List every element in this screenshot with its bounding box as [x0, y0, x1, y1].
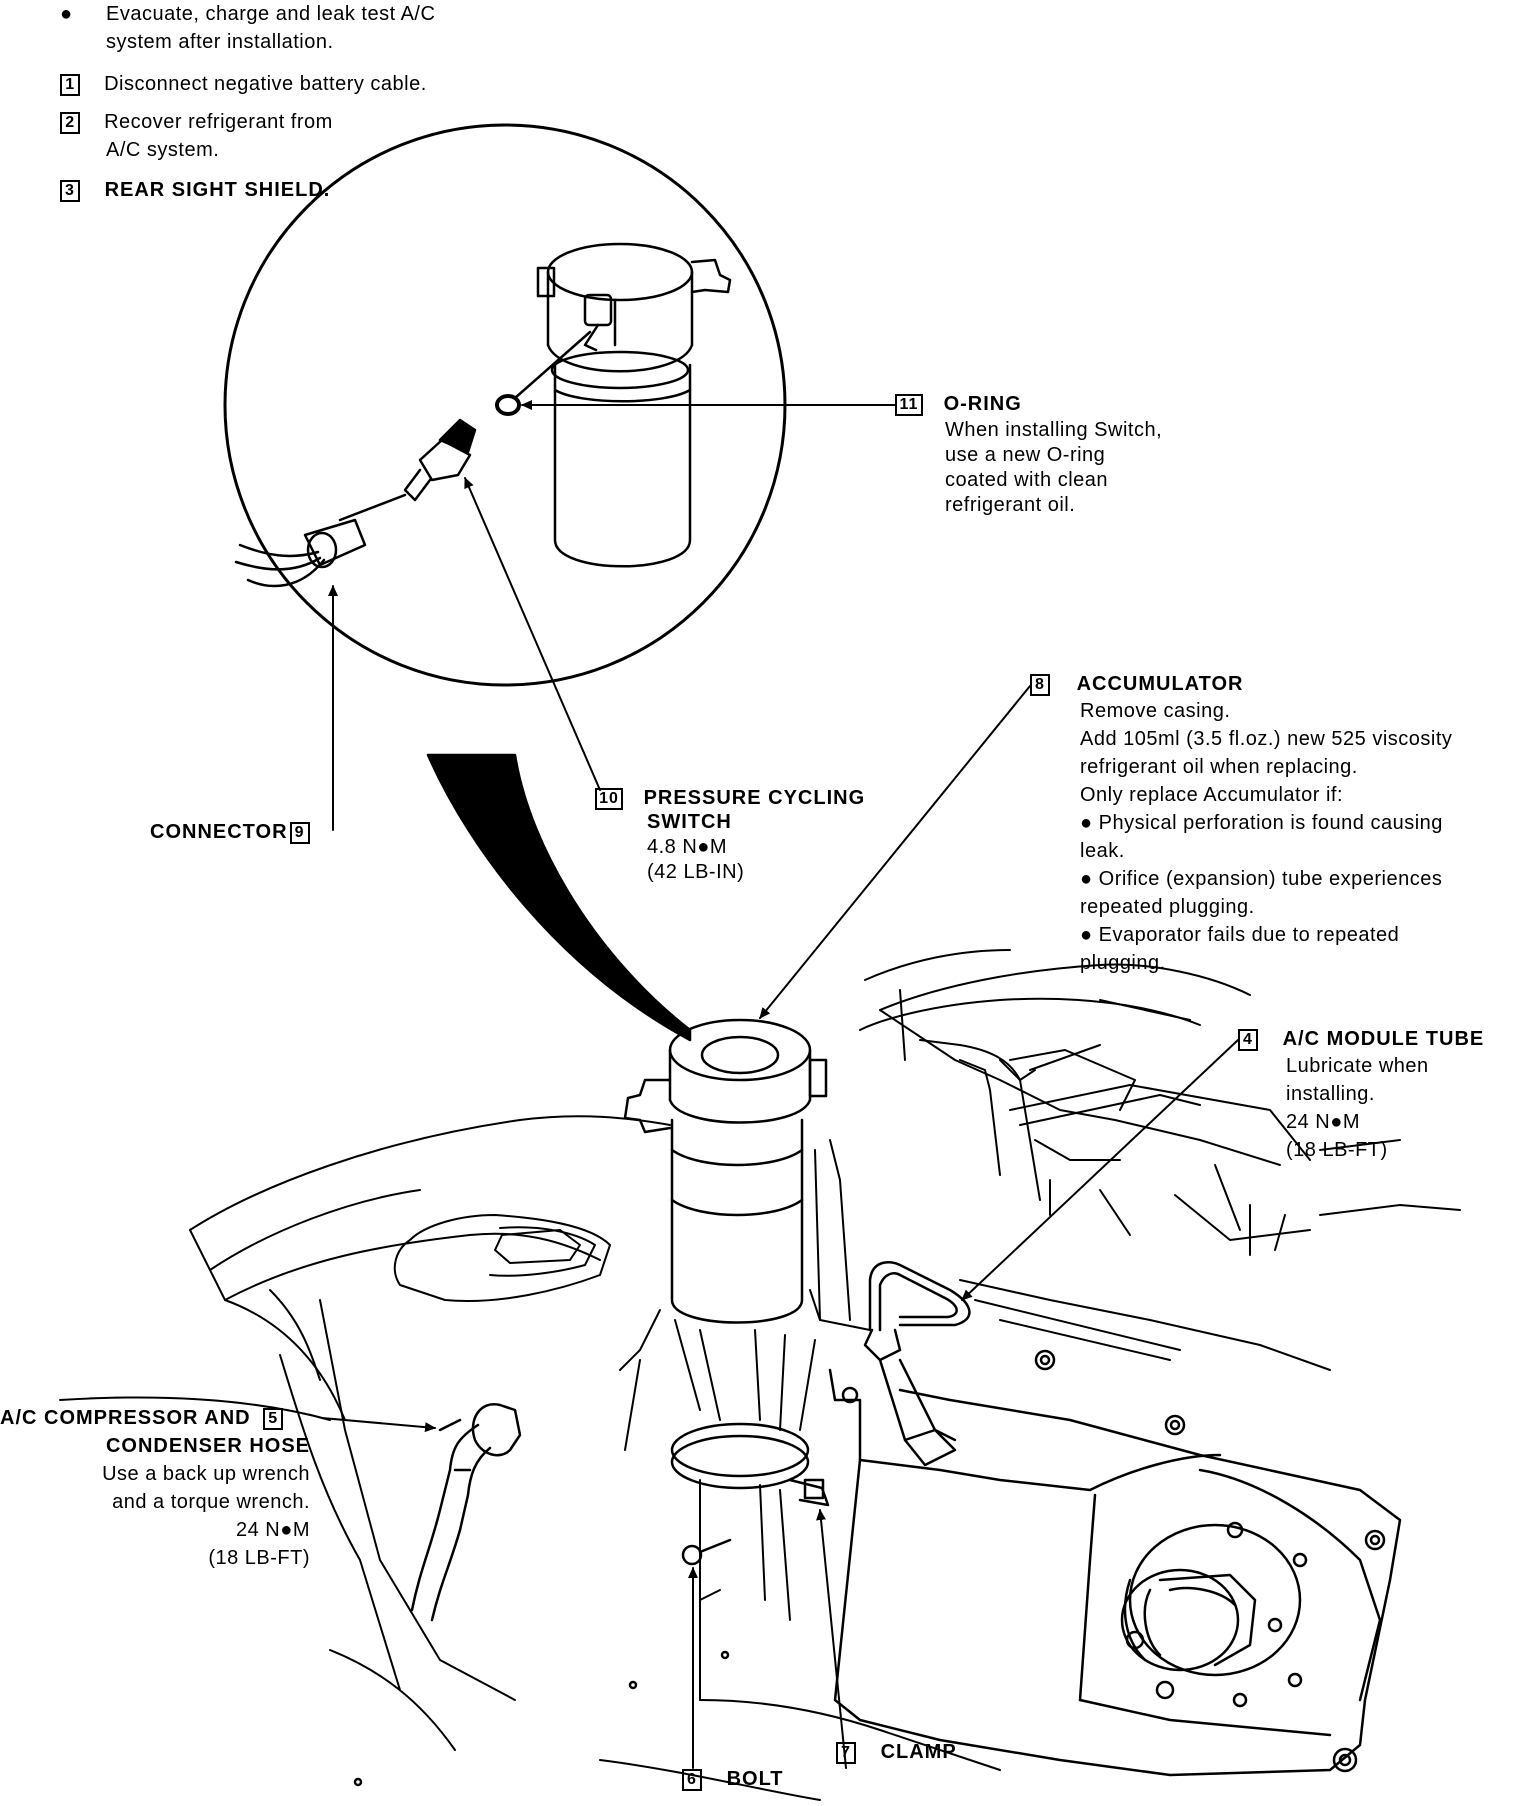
- module-tube-desc-0: Lubricate when: [1286, 1055, 1429, 1077]
- module-tube-number: 4: [1238, 1028, 1258, 1051]
- oring-desc-1: use a new O-ring: [945, 444, 1106, 466]
- oring-title: O-RING: [943, 393, 1022, 415]
- connector-number: 9: [289, 821, 310, 844]
- step-3-number: 3: [60, 179, 80, 202]
- hose-desc-0: Use a back up wrench: [102, 1463, 310, 1485]
- accumulator-title: ACCUMULATOR: [1076, 673, 1244, 695]
- hose-desc-3: (18 LB-FT): [208, 1547, 310, 1569]
- module-tube-desc-3: (18 LB-FT): [1286, 1139, 1388, 1161]
- oring-number: 11: [895, 393, 923, 416]
- callout-oring: 11 O-RING: [895, 390, 1022, 418]
- step-2-text: Recover refrigerant from: [104, 111, 333, 133]
- hose-desc-2: 24 N●M: [236, 1519, 310, 1541]
- module-tube: [863, 1261, 971, 1467]
- accumulator-desc-2: refrigerant oil when replacing.: [1080, 756, 1358, 778]
- step-2-number: 2: [60, 111, 80, 134]
- callout-hose: A/C COMPRESSOR AND 5: [0, 1404, 322, 1432]
- switch-title-1: PRESSURE CYCLING: [643, 787, 866, 809]
- hose-number: 5: [263, 1407, 284, 1430]
- accumulator-desc-5: leak.: [1080, 840, 1125, 862]
- callout-bolt: 6 BOLT: [682, 1765, 784, 1793]
- accumulator-desc-3: Only replace Accumulator if:: [1080, 784, 1343, 806]
- step-1: 1 Disconnect negative battery cable.: [60, 70, 427, 98]
- callout-clamp: 7 CLAMP: [836, 1738, 957, 1766]
- step-1-text: Disconnect negative battery cable.: [104, 73, 427, 95]
- accumulator-desc-1: Add 105ml (3.5 fl.oz.) new 525 viscosity: [1080, 728, 1453, 750]
- evaporator-module: [828, 1349, 1402, 1777]
- detail-link-band: [426, 753, 692, 1042]
- oring-desc-3: refrigerant oil.: [945, 494, 1076, 516]
- hose-title-2: CONDENSER HOSE: [105, 1435, 310, 1457]
- step-2: 2 Recover refrigerant from: [60, 108, 333, 136]
- oring-desc-2: coated with clean: [945, 469, 1109, 491]
- callout-leaders: [321, 400, 1239, 1769]
- detail-pressure-switch: [338, 418, 477, 522]
- step-2-line2: A/C system.: [106, 139, 220, 161]
- mount-clamp: [670, 1422, 830, 1507]
- accumulator-desc-6: ● Orifice (expansion) tube experiences: [1080, 868, 1443, 890]
- accumulator-desc-7: repeated plugging.: [1080, 896, 1255, 918]
- module-tube-title: A/C MODULE TUBE: [1282, 1028, 1485, 1050]
- mount-bolt: [681, 1538, 732, 1566]
- connector-title: CONNECTOR: [150, 821, 288, 843]
- accumulator-desc-0: Remove casing.: [1080, 700, 1231, 722]
- callout-module-tube: 4 A/C MODULE TUBE: [1238, 1025, 1484, 1053]
- clamp-title: CLAMP: [880, 1741, 957, 1763]
- switch-torque: 4.8 N●M: [647, 836, 728, 858]
- oring-desc-0: When installing Switch,: [945, 419, 1163, 441]
- detail-connector: [234, 518, 367, 588]
- accumulator-number: 8: [1030, 673, 1050, 696]
- main-accumulator: [623, 1018, 828, 1324]
- step-1-number: 1: [60, 73, 80, 96]
- vehicle-body: [59, 949, 1461, 1801]
- switch-title-2: SWITCH: [647, 811, 732, 833]
- hose-desc-1: and a torque wrench.: [112, 1491, 310, 1513]
- module-tube-desc-1: installing.: [1286, 1083, 1375, 1105]
- module-tube-desc-2: 24 N●M: [1286, 1111, 1360, 1133]
- callout-accumulator: 8 ACCUMULATOR: [1030, 670, 1243, 698]
- accumulator-desc-9: plugging.: [1080, 952, 1166, 974]
- bolt-title: BOLT: [726, 1768, 784, 1790]
- step-bullet: ●: [60, 3, 73, 25]
- oring-shape: [495, 394, 521, 416]
- clamp-number: 7: [836, 1741, 856, 1764]
- switch-number: 10: [595, 787, 623, 810]
- bolt-number: 6: [682, 1768, 702, 1791]
- switch-torque-alt: (42 LB-IN): [647, 861, 745, 883]
- step-0-line1: Evacuate, charge and leak test A/C: [106, 3, 436, 25]
- callout-switch: 10 PRESSURE CYCLING: [595, 784, 865, 812]
- step-0-line2: system after installation.: [106, 31, 334, 53]
- accumulator-desc-8: ● Evaporator fails due to repeated: [1080, 924, 1400, 946]
- compressor-hose: [410, 1402, 522, 1622]
- hose-title-1: A/C COMPRESSOR AND: [0, 1407, 251, 1429]
- accumulator-desc-4: ● Physical perforation is found causing: [1080, 812, 1443, 834]
- detail-accumulator: [536, 242, 732, 568]
- step-3: 3 REAR SIGHT SHIELD.: [60, 176, 330, 204]
- step-3-text: REAR SIGHT SHIELD.: [104, 179, 331, 201]
